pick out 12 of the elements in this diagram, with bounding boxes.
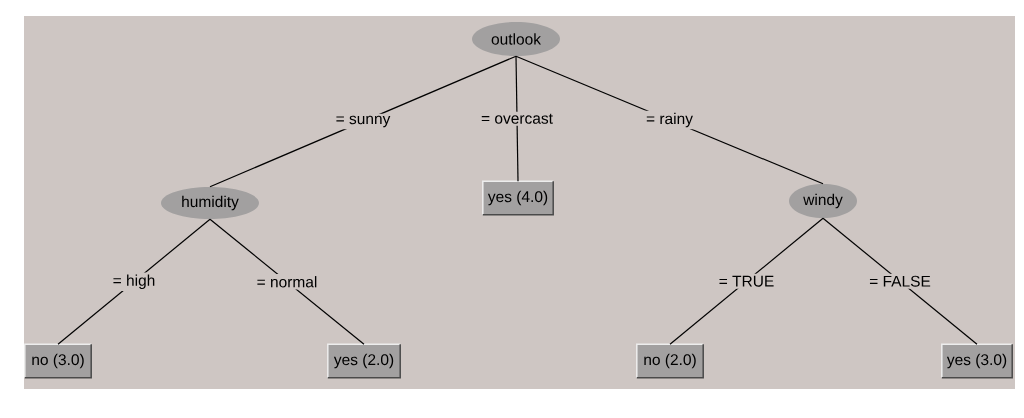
leaf-box: yes (2.0) <box>327 343 401 379</box>
branch-line <box>515 55 519 182</box>
branch-line <box>57 218 211 345</box>
branch-line <box>669 217 824 345</box>
leaf-box: no (2.0) <box>636 343 704 379</box>
leaf-box: no (3.0) <box>24 343 92 379</box>
leaf-box: yes (4.0) <box>482 180 554 216</box>
edge-label: = normal <box>254 274 320 290</box>
branch-line <box>822 217 978 345</box>
branch-line <box>209 218 365 345</box>
branch-line <box>209 55 517 188</box>
leaf-box: yes (3.0) <box>941 343 1013 379</box>
